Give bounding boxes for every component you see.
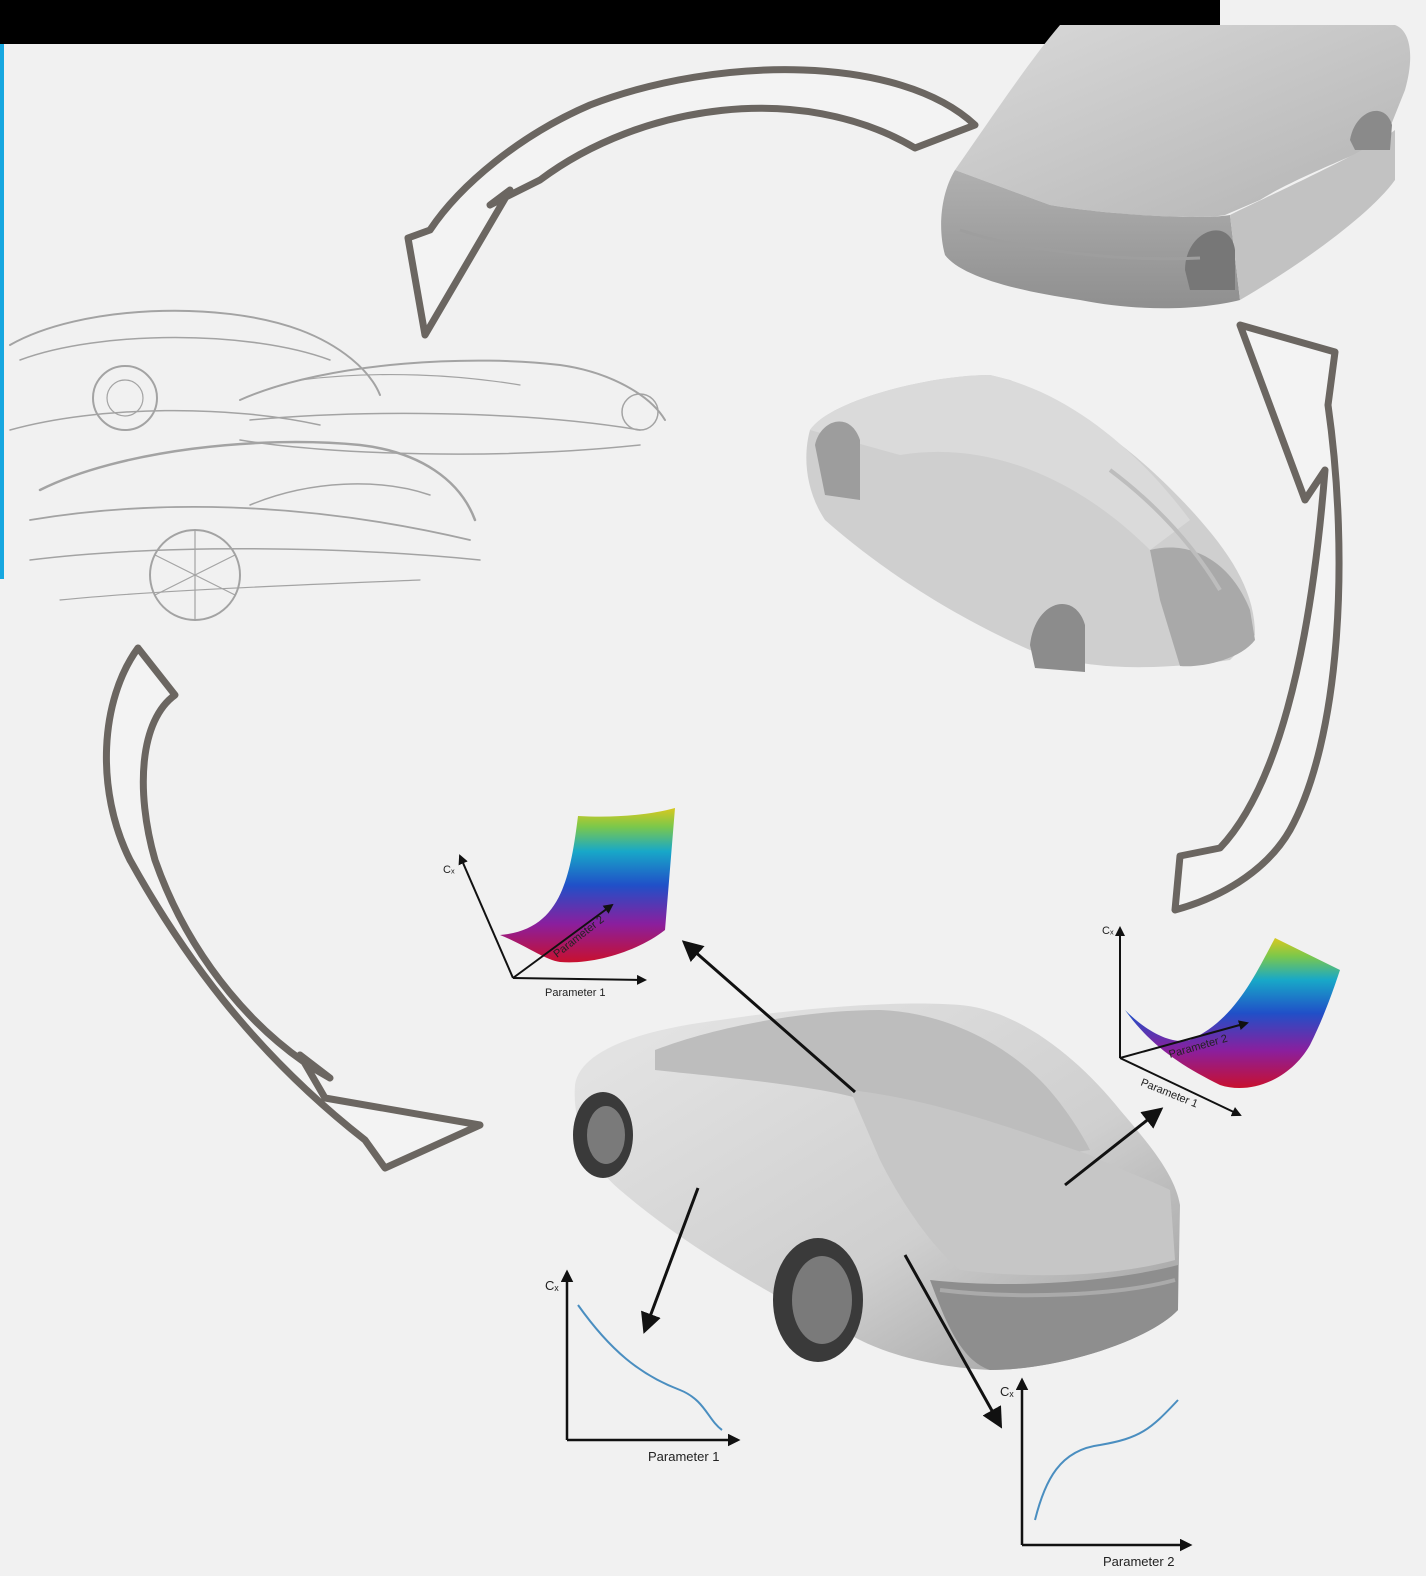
surface-right-y-label: Cₓ [1102, 925, 1114, 937]
clay-model-icon [806, 375, 1255, 672]
curve-plot-parameter-1: Cₓ Parameter 1 [545, 1272, 738, 1464]
curve-2-y-label: Cₓ [1000, 1384, 1014, 1399]
decreasing-curve [578, 1305, 722, 1430]
curve-1-y-label: Cₓ [545, 1278, 559, 1293]
curve-1-x-label: Parameter 1 [648, 1449, 720, 1464]
surface-plot-right: Cₓ Parameter 1 Parameter 2 [1102, 925, 1340, 1115]
curve-2-x-label: Parameter 2 [1103, 1554, 1175, 1569]
curve-plot-parameter-2: Cₓ Parameter 2 [1000, 1380, 1190, 1569]
increasing-curve [1035, 1400, 1178, 1520]
surface-left-y-label: Cₓ [443, 864, 455, 876]
surface-left-x-label: Parameter 1 [545, 987, 606, 999]
clay-model-icon [941, 25, 1410, 308]
sketch-illustration-icon [10, 311, 665, 620]
car-render-icon [573, 1003, 1180, 1370]
surface-plot-left: Cₓ Parameter 1 Parameter 2 [443, 808, 675, 999]
